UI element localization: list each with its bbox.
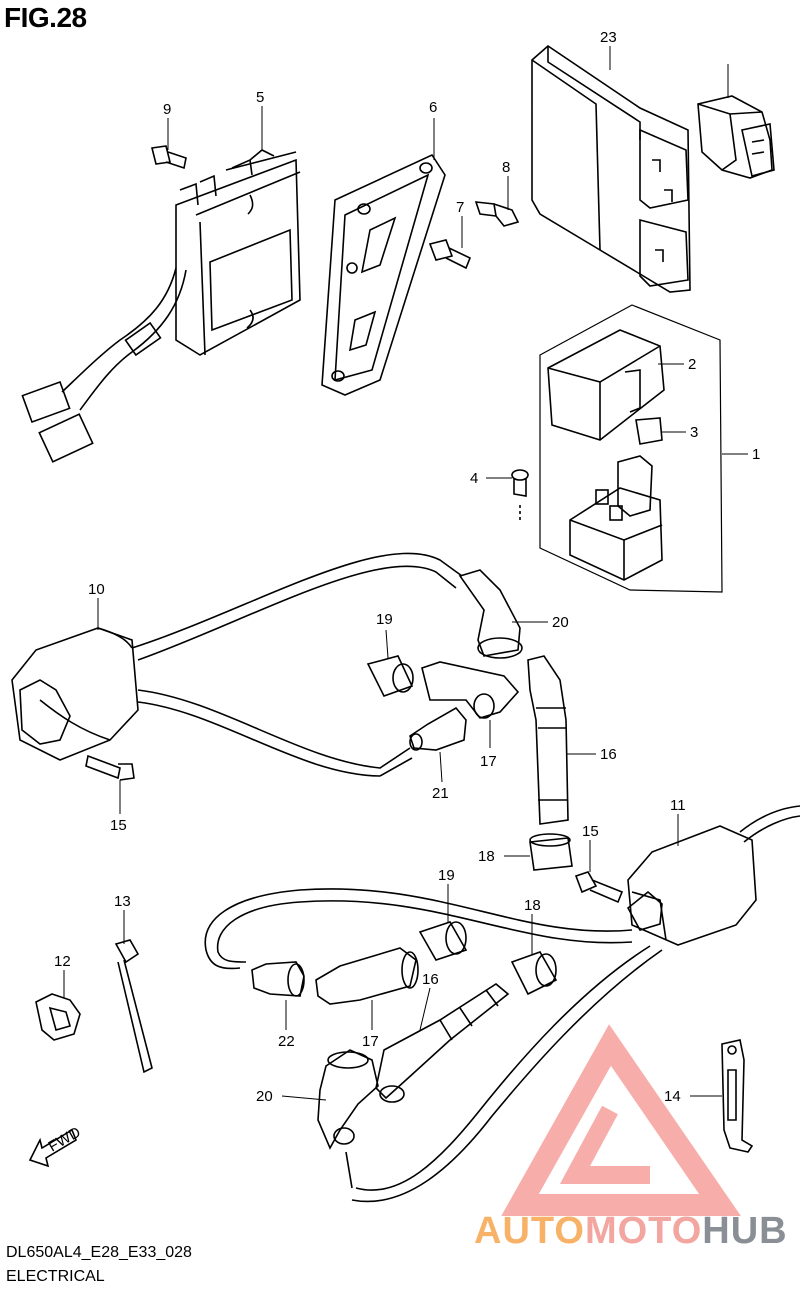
callout-21-upper: 21 <box>432 785 449 802</box>
part-15-bolt-upper <box>85 754 135 781</box>
callout-5: 5 <box>256 89 264 106</box>
part-7-bolt <box>428 239 472 270</box>
part-21-grommet-upper <box>409 706 467 751</box>
callout-16-lower: 16 <box>422 971 439 988</box>
part-4-screw <box>511 469 529 520</box>
part-11-ignition-coil <box>626 805 800 946</box>
callout-19-lower: 19 <box>438 867 455 884</box>
part-13-cable-tie <box>114 939 153 1074</box>
fwd-arrow-icon: FWD <box>28 1124 84 1168</box>
part-17-cap-upper <box>421 661 520 719</box>
callout-9: 9 <box>163 101 171 118</box>
part-1-starter-relay <box>569 455 663 581</box>
callout-11: 11 <box>670 797 686 814</box>
callout-17-lower: 17 <box>362 1033 379 1050</box>
part-2-relay-cover <box>547 329 665 441</box>
callout-20-upper: 20 <box>552 614 569 631</box>
part-15-bolt-lower <box>574 871 624 904</box>
callout-19-upper: 19 <box>376 611 393 628</box>
callout-4: 4 <box>470 470 478 487</box>
callout-18-lower: 18 <box>524 897 541 914</box>
part-22-ecm <box>531 44 691 293</box>
watermark-part-2: MOTO <box>584 1210 703 1252</box>
part-8-bolt <box>474 201 520 227</box>
part-21-grommet-lower <box>251 961 305 997</box>
watermark-text: AUTOMOTOHUB <box>474 1210 788 1253</box>
figure-title: FIG.28 <box>4 2 87 33</box>
section-name: ELECTRICAL <box>6 1268 105 1285</box>
callout-12: 12 <box>54 953 71 970</box>
callout-15-upper: 15 <box>110 817 127 834</box>
callout-6: 6 <box>429 99 437 116</box>
callout-18-upper: 18 <box>478 848 495 865</box>
model-code: DL650AL4_E28_E33_028 <box>6 1244 192 1261</box>
callout-13: 13 <box>114 893 131 910</box>
part-14-clamp-band <box>721 1039 754 1153</box>
leader-lines <box>63 46 748 1101</box>
callout-10: 10 <box>88 581 105 598</box>
lower-cables <box>204 888 663 1203</box>
part-19-seal-upper <box>366 655 414 697</box>
callout-3: 3 <box>690 424 698 441</box>
callout-1: 1 <box>752 446 760 463</box>
watermark-part-3: HUB <box>702 1210 788 1252</box>
callout-22: 23 <box>600 29 617 46</box>
callout-2: 2 <box>688 356 696 373</box>
part-9-bolt <box>151 145 187 170</box>
part-16-plug-cap-lower <box>375 983 510 1103</box>
part-20-boot-upper <box>458 569 523 659</box>
part-18-seal-lower <box>510 951 558 996</box>
part-18-seal-upper <box>529 833 573 871</box>
part-23-connector <box>697 95 775 179</box>
part-6-bracket <box>321 153 446 396</box>
watermark-part-1: AUTO <box>474 1210 585 1252</box>
part-10-ignition-coil <box>11 552 463 777</box>
part-5-regulator <box>21 149 301 463</box>
part-17-cap-lower <box>315 947 419 1005</box>
part-20-boot-lower <box>317 1049 379 1189</box>
fwd-label: FWD <box>46 1124 84 1156</box>
callout-21-lower: 22 <box>278 1033 295 1050</box>
callout-14: 14 <box>664 1088 681 1105</box>
callout-16-upper: 16 <box>600 746 617 763</box>
part-16-plug-cap-upper <box>527 655 569 825</box>
part-19-seal-lower <box>418 921 468 961</box>
watermark-logo <box>501 1024 741 1216</box>
callout-labels: 23 9 5 6 8 7 2 3 1 4 10 20 19 17 16 21 1… <box>54 29 760 1105</box>
callout-8: 8 <box>502 159 510 176</box>
part-1-starter-relay-assembly <box>539 304 723 593</box>
part-12-clamp <box>35 993 81 1041</box>
callout-15-lower: 15 <box>582 823 599 840</box>
callout-20-lower: 20 <box>256 1088 273 1105</box>
callout-17-upper: 17 <box>480 753 497 770</box>
callout-7: 7 <box>456 199 464 216</box>
part-3-fuse <box>635 417 663 445</box>
